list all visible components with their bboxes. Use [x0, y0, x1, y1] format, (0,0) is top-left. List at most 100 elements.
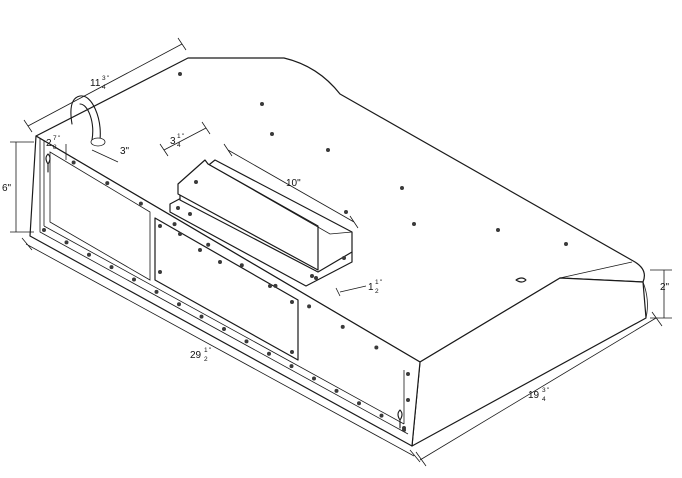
screw-head	[357, 401, 361, 406]
svg-text:2: 2	[46, 138, 52, 149]
label-cable-height: 2 7 8 "	[46, 135, 61, 151]
svg-text:": "	[547, 387, 550, 394]
screw-head	[312, 376, 316, 381]
screw-head	[176, 206, 180, 210]
svg-text:4: 4	[542, 396, 546, 403]
screw-head	[218, 260, 222, 264]
svg-text:3: 3	[170, 136, 176, 147]
screw-head	[239, 263, 244, 268]
label-front-height: 2"	[660, 282, 670, 293]
screw-head	[267, 351, 271, 356]
svg-text:3: 3	[542, 387, 546, 394]
hood-top-face	[35, 57, 645, 363]
screw-head	[172, 222, 177, 227]
duct-offset-dimension-line	[335, 285, 367, 297]
back-width-dimension-line	[23, 37, 187, 133]
svg-text:": "	[182, 133, 185, 140]
screw-head	[314, 276, 318, 280]
duct-front-wall	[177, 159, 319, 271]
label-duct-offset: 1 1 2 "	[368, 279, 383, 295]
screw-set	[42, 72, 568, 432]
screw-head	[132, 277, 136, 282]
front-height-dimension-line	[650, 269, 672, 319]
svg-text:1: 1	[204, 347, 208, 354]
svg-text:8: 8	[53, 144, 57, 151]
back-plate-left	[49, 151, 151, 281]
screw-head	[268, 284, 272, 288]
label-width: 29 1 2 "	[190, 347, 212, 363]
svg-text:1: 1	[375, 279, 379, 286]
screw-head	[158, 270, 162, 274]
screw-head	[188, 212, 192, 216]
screw-head	[138, 201, 143, 206]
screw-head	[71, 160, 76, 165]
svg-text:4: 4	[177, 142, 181, 149]
screw-head	[154, 289, 159, 294]
screw-head	[244, 339, 249, 344]
screw-head	[109, 265, 114, 270]
screw-head	[379, 413, 384, 418]
screw-head	[400, 186, 404, 190]
width-dimension-line	[21, 237, 421, 463]
screw-head	[310, 274, 314, 278]
screw-head	[194, 180, 198, 184]
screw-head	[64, 240, 69, 245]
screw-head	[307, 304, 312, 309]
screw-head	[334, 388, 339, 393]
svg-text:3: 3	[102, 75, 106, 82]
screw-head	[344, 210, 348, 214]
back-flange-inner	[39, 138, 409, 435]
label-cable-offset: 3"	[120, 146, 130, 157]
svg-text:": "	[209, 347, 212, 354]
screw-head	[406, 398, 410, 402]
depth-dimension-line	[415, 311, 663, 467]
screw-head	[260, 102, 264, 106]
back-flange-lip	[43, 140, 405, 425]
svg-text:29: 29	[190, 350, 202, 361]
screw-head	[87, 252, 91, 257]
svg-text:7: 7	[53, 135, 57, 142]
keyhole-slot-right	[397, 409, 403, 429]
svg-text:4: 4	[102, 84, 106, 91]
screw-head	[177, 302, 181, 307]
front-edge-line	[642, 281, 648, 319]
screw-head	[222, 327, 226, 331]
svg-text:1: 1	[177, 133, 181, 140]
screw-head	[412, 222, 416, 226]
screw-head	[374, 345, 379, 350]
svg-text:2: 2	[204, 356, 208, 363]
svg-text:": "	[380, 279, 383, 286]
label-back-width: 11 3 4 "	[90, 75, 110, 91]
screw-head	[158, 224, 162, 228]
screw-head	[178, 72, 182, 76]
duct-fold-line	[207, 163, 353, 235]
power-cable	[70, 95, 101, 141]
cable-offset-dimension-line	[91, 149, 119, 163]
label-duct-depth: 3 1 4 "	[170, 133, 185, 149]
svg-text:": "	[58, 135, 61, 142]
height-dimension-line	[10, 141, 34, 233]
slope-crease-line	[559, 261, 633, 279]
screw-head	[206, 242, 211, 247]
screw-head	[406, 372, 410, 376]
label-duct-length: 10"	[286, 178, 301, 189]
screw-head	[402, 428, 406, 432]
screw-head	[340, 324, 345, 329]
cable-grommet	[90, 137, 106, 147]
screw-head	[342, 256, 346, 260]
keyhole-slot-top	[515, 277, 527, 283]
keyhole-slot-left	[45, 153, 51, 173]
screw-head	[270, 132, 274, 136]
screw-head	[105, 181, 110, 186]
screw-head	[290, 300, 294, 304]
screw-head	[496, 228, 500, 232]
svg-text:11: 11	[90, 78, 101, 89]
screw-head	[289, 364, 294, 369]
label-depth: 19 3 4 "	[528, 387, 550, 403]
svg-text:19: 19	[528, 390, 540, 401]
power-cable-inner	[79, 103, 94, 141]
screw-head	[198, 248, 202, 252]
screw-head	[199, 314, 204, 319]
duct-length-dimension-line	[223, 143, 359, 229]
